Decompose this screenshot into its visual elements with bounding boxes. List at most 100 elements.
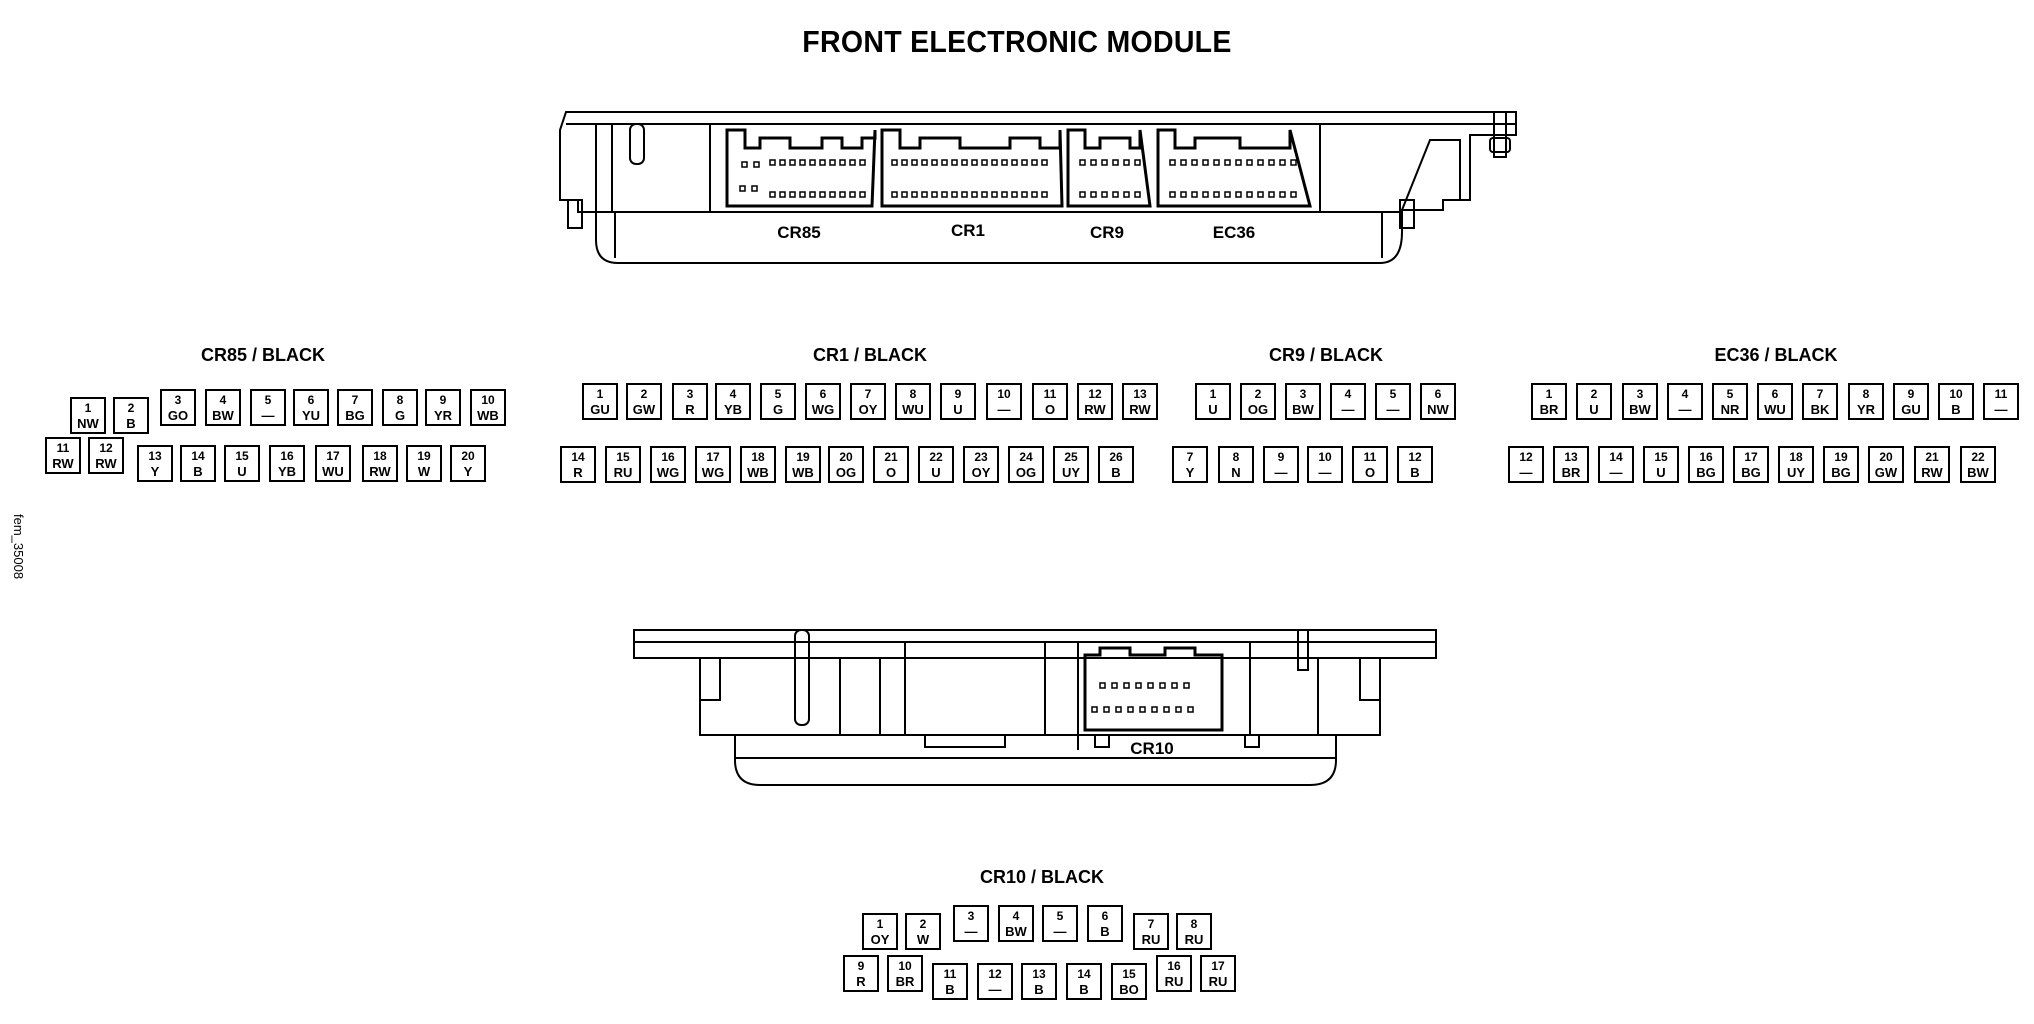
socket-pin (1103, 706, 1110, 713)
socket-pin (1135, 682, 1142, 689)
pin-wire-color: OY (858, 402, 878, 417)
socket-pin (1279, 191, 1286, 198)
pin-number: 23 (974, 450, 988, 464)
pin-wire-color: UY (1061, 465, 1081, 480)
pin-wire-color: — (964, 924, 978, 939)
pin-number: 3 (1636, 387, 1644, 401)
socket-pin (839, 191, 846, 198)
pin-wire-color: U (237, 464, 247, 479)
pin-wire-color: B (1079, 982, 1089, 997)
socket-pin (1090, 159, 1097, 166)
connector-title: CR10 / BLACK (979, 867, 1105, 887)
socket-pin (1290, 191, 1297, 198)
socket-pin (789, 159, 796, 166)
pin-wire-color: N (1231, 465, 1241, 480)
pin-number: 14 (571, 450, 585, 464)
socket-pin (1139, 706, 1146, 713)
socket-pin (1001, 191, 1008, 198)
pin-wire-color: — (261, 408, 275, 423)
socket-pin (961, 191, 968, 198)
pin-wire-color: U (953, 402, 963, 417)
socket-pin (1079, 159, 1086, 166)
pin-number: 20 (839, 450, 853, 464)
pin-wire-color: BR (1539, 402, 1559, 417)
pin-number: 4 (1344, 387, 1352, 401)
socket-pin (1112, 191, 1119, 198)
pin-wire-color: — (1519, 465, 1533, 480)
pin-wire-color: NW (1427, 402, 1449, 417)
pin-number: 11 (1363, 450, 1377, 464)
pin-wire-color: WB (477, 408, 499, 423)
pin-wire-color: RW (1084, 402, 1106, 417)
connector-pin: 9— (1263, 446, 1299, 483)
socket-pin (751, 185, 758, 192)
pin-wire-color: OY (870, 932, 890, 947)
socket-pin (1213, 191, 1220, 198)
pin-wire-color: — (1386, 402, 1400, 417)
pin-wire-color: NW (77, 416, 99, 431)
socket-pin (921, 191, 928, 198)
socket-pin (1183, 682, 1190, 689)
pin-number: 14 (191, 449, 205, 463)
pin-wire-color: BO (1119, 982, 1139, 997)
pin-number: 13 (1032, 967, 1046, 981)
pin-wire-color: U (1208, 402, 1218, 417)
pin-number: 21 (1925, 450, 1939, 464)
pin-wire-color: B (945, 982, 955, 997)
socket-pin (769, 159, 776, 166)
top-label-cr85: CR85 (777, 223, 820, 242)
pin-wire-color: — (988, 982, 1002, 997)
socket-pin (1134, 159, 1141, 166)
socket-pin (1031, 159, 1038, 166)
socket-pin (1079, 191, 1086, 198)
socket-pin (1159, 682, 1166, 689)
pin-number: 5 (1726, 387, 1734, 401)
pin-wire-color: WG (701, 465, 725, 480)
connector-pin: 5— (1042, 905, 1078, 942)
pin-number: 1 (1545, 387, 1553, 401)
pin-number: 17 (1744, 450, 1758, 464)
socket-pin (1101, 159, 1108, 166)
top-label-ec36: EC36 (1213, 223, 1256, 242)
pin-number: 6 (1771, 387, 1779, 401)
connector-pin: 3— (953, 905, 989, 942)
socket-pin (951, 191, 958, 198)
pin-number: 19 (417, 449, 431, 463)
connector-pin: 11— (1983, 383, 2019, 420)
socket-pin (1112, 159, 1119, 166)
pin-number: 25 (1064, 450, 1078, 464)
pin-number: 2 (1254, 387, 1262, 401)
socket-pin (981, 159, 988, 166)
pin-number: 20 (461, 449, 475, 463)
pin-number: 7 (351, 393, 359, 407)
pin-number: 7 (1186, 450, 1194, 464)
pin-number: 13 (1133, 387, 1147, 401)
pin-wire-color: — (1994, 402, 2008, 417)
pin-number: 13 (148, 449, 162, 463)
pin-wire-color: — (997, 402, 1011, 417)
